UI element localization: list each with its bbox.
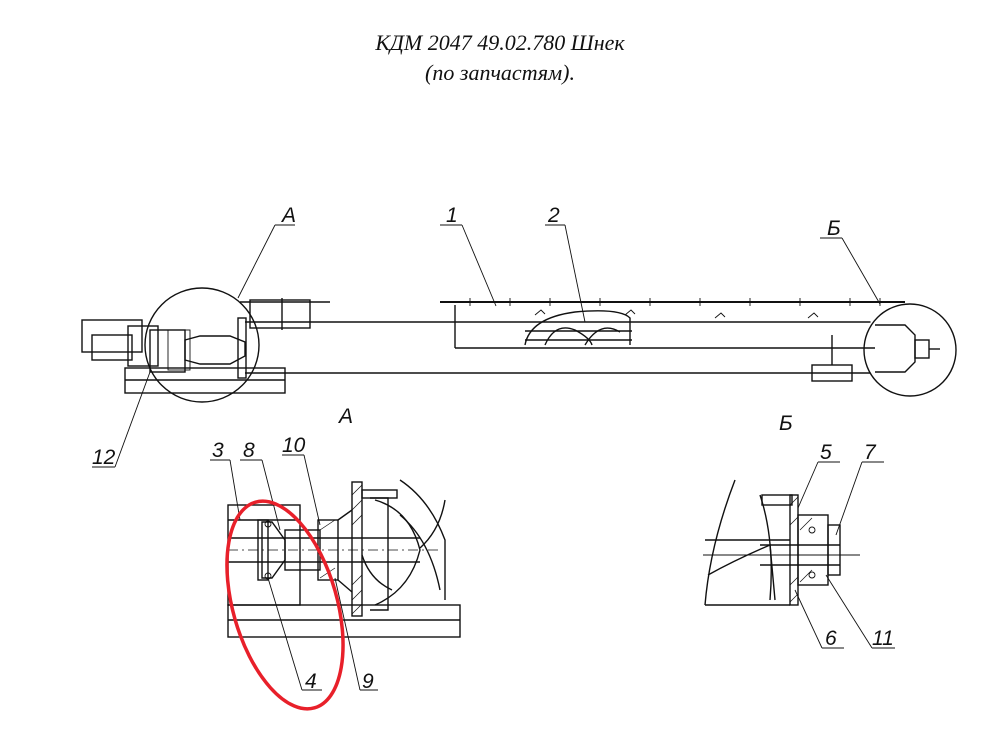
part-label-3: 3 [212, 439, 224, 462]
part-label-6: 6 [825, 627, 837, 650]
detail-circle-b [863, 303, 957, 397]
part-label-10: 10 [282, 434, 306, 457]
detail-a-section [227, 479, 461, 638]
part-label-4: 4 [305, 670, 317, 693]
part-label-2: 2 [547, 204, 560, 227]
detail-a-leaders [210, 454, 378, 691]
detail-b-section [703, 479, 860, 606]
part-label-12: 12 [92, 446, 116, 469]
part-label-5: 5 [820, 441, 832, 464]
main-assembly-view [81, 287, 957, 403]
view-label-a: А [280, 204, 296, 227]
part-label-1: 1 [446, 204, 458, 227]
drawing-subtitle: (по запчастям). [425, 60, 575, 85]
view-label-b: Б [827, 217, 841, 240]
detail-b-heading: Б [779, 412, 793, 435]
detail-a-heading: А [337, 405, 353, 428]
main-view-leaders [92, 224, 881, 468]
part-label-11: 11 [872, 627, 894, 650]
part-label-8: 8 [243, 439, 255, 462]
highlight-ellipse [225, 499, 345, 711]
drawing-title: КДМ 2047 49.02.780 Шнек [375, 30, 625, 55]
part-label-9: 9 [362, 670, 374, 693]
part-label-7: 7 [864, 441, 877, 464]
detail-circle-a [144, 287, 260, 403]
detail-b-leaders [794, 461, 895, 649]
